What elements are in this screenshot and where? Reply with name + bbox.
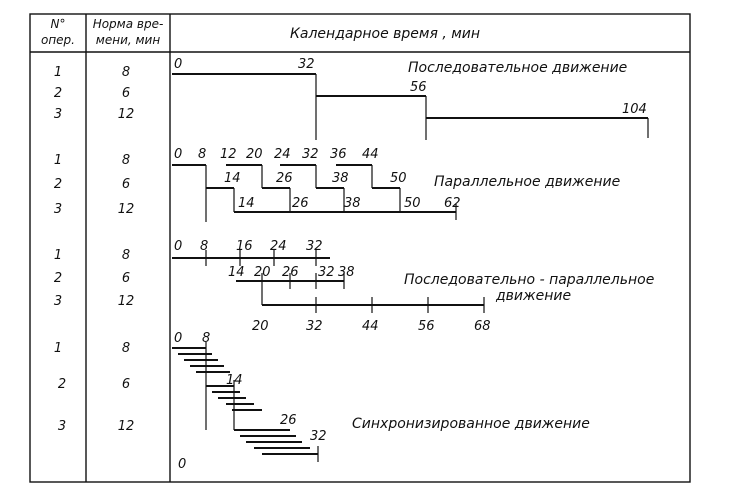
section-title: Параллельное движение <box>434 174 620 190</box>
op-number: 2 <box>54 177 62 192</box>
op-number: 2 <box>54 86 62 101</box>
op-norm: 8 <box>122 248 130 263</box>
table-header: N° опер. Норма вре- мени, мин Календарно… <box>41 17 480 47</box>
gantt-lines <box>172 250 485 313</box>
section-synchronized: 1 8 2 6 3 12 <box>54 331 590 472</box>
op-norm: 6 <box>122 177 130 192</box>
time-label: 56 <box>418 319 435 334</box>
op-number: 1 <box>54 341 62 356</box>
op-number: 2 <box>54 271 62 286</box>
time-label: 38 <box>332 171 349 186</box>
time-label: 24 <box>270 239 287 254</box>
time-label: 104 <box>622 102 647 117</box>
op-norm: 8 <box>122 153 130 168</box>
time-label: 14 <box>228 265 245 280</box>
time-label: 14 <box>224 171 241 186</box>
time-label: 32 <box>302 147 319 162</box>
section-sequential: 1 8 2 6 3 12 0 32 56 104 Последовательно… <box>54 57 649 140</box>
time-label: 14 <box>238 196 255 211</box>
time-label: 8 <box>202 331 210 346</box>
time-label: 24 <box>274 147 291 162</box>
op-norm: 12 <box>118 202 135 217</box>
time-labels: 0 8 16 24 32 14 20 26 32 38 20 32 44 56 … <box>174 239 491 334</box>
section-title: Последовательное движение <box>408 60 627 76</box>
op-number: 1 <box>54 248 62 263</box>
gantt-lines <box>172 342 319 462</box>
time-labels: 0 8 14 26 32 0 <box>174 331 327 472</box>
time-label: 8 <box>198 147 206 162</box>
time-label: 20 <box>252 319 269 334</box>
gantt-lines <box>172 73 649 140</box>
op-number: 1 <box>54 65 62 80</box>
time-label: 50 <box>390 171 407 186</box>
time-label: 32 <box>306 239 323 254</box>
time-label: 32 <box>318 265 335 280</box>
time-label: 68 <box>474 319 491 334</box>
time-label: 16 <box>236 239 253 254</box>
time-label: 38 <box>338 265 355 280</box>
op-rows: 1 8 2 6 3 12 <box>54 341 134 434</box>
time-label: 0 <box>174 239 182 254</box>
time-label: 0 <box>174 147 182 162</box>
time-label: 62 <box>444 196 461 211</box>
header-op-number: N° <box>51 17 66 31</box>
op-norm: 12 <box>118 419 135 434</box>
op-rows: 1 8 2 6 3 12 <box>54 65 134 122</box>
table-border <box>29 13 691 483</box>
time-label: 44 <box>362 319 379 334</box>
op-norm: 8 <box>122 341 130 356</box>
time-label: 32 <box>298 57 315 72</box>
time-label: 20 <box>254 265 271 280</box>
section-parallel: 1 8 2 6 3 12 <box>54 147 620 222</box>
op-norm: 6 <box>122 86 130 101</box>
time-label: 38 <box>344 196 361 211</box>
time-label: 26 <box>282 265 299 280</box>
section-title: Последовательно - параллельное <box>404 272 654 288</box>
time-label: 44 <box>362 147 379 162</box>
op-rows: 1 8 2 6 3 12 <box>54 153 134 217</box>
time-label: 20 <box>246 147 263 162</box>
op-norm: 6 <box>122 271 130 286</box>
section-sequential-parallel: 1 8 2 6 3 12 0 8 16 2 <box>54 239 654 334</box>
header-norm-line2: мени, мин <box>96 33 161 47</box>
header-norm-line1: Норма вре- <box>93 17 164 31</box>
op-number: 1 <box>54 153 62 168</box>
time-label: 36 <box>330 147 347 162</box>
time-label: 56 <box>410 80 427 95</box>
header-calendar-time: Календарное время , мин <box>290 26 480 42</box>
op-number: 3 <box>58 419 66 434</box>
op-norm: 6 <box>122 377 130 392</box>
op-norm: 8 <box>122 65 130 80</box>
time-label: 32 <box>306 319 323 334</box>
op-number: 3 <box>54 294 62 309</box>
op-norm: 12 <box>118 107 135 122</box>
time-labels: 0 32 56 104 <box>174 57 647 117</box>
time-label: 26 <box>280 413 297 428</box>
time-label: 50 <box>404 196 421 211</box>
time-label: 26 <box>292 196 309 211</box>
table-grid <box>29 13 691 483</box>
op-norm: 12 <box>118 294 135 309</box>
time-label: 8 <box>200 239 208 254</box>
time-label: 26 <box>276 171 293 186</box>
time-labels: 0 8 12 20 24 32 36 44 14 26 38 50 14 26 … <box>174 147 461 211</box>
gantt-lines <box>172 164 457 222</box>
op-rows: 1 8 2 6 3 12 <box>54 248 134 309</box>
header-op-label: опер. <box>41 33 75 47</box>
time-label: 0 <box>174 57 182 72</box>
op-number: 2 <box>58 377 66 392</box>
op-number: 3 <box>54 202 62 217</box>
time-label: 14 <box>226 373 243 388</box>
time-label: 12 <box>220 147 237 162</box>
section-title: Синхронизированное движение <box>352 416 590 432</box>
op-number: 3 <box>54 107 62 122</box>
section-title: движение <box>495 288 571 304</box>
time-label: 0 <box>174 331 182 346</box>
time-label: 0 <box>178 457 186 472</box>
time-label: 32 <box>310 429 327 444</box>
